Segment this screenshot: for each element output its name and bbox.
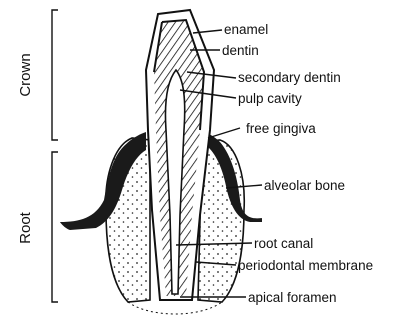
label-free-gingiva: free gingiva xyxy=(246,121,316,136)
label-pulp-cavity: pulp cavity xyxy=(238,91,302,106)
label-alveolar-bone: alveolar bone xyxy=(264,178,345,193)
label-root-canal: root canal xyxy=(254,236,313,251)
label-secondary-dentin: secondary dentin xyxy=(238,70,341,85)
label-periodontal-membrane: periodontal membrane xyxy=(238,258,373,273)
label-dentin: dentin xyxy=(222,43,259,58)
crown-bracket xyxy=(52,10,58,140)
label-enamel: enamel xyxy=(224,22,268,37)
root-bracket xyxy=(52,152,58,302)
root-label: Root xyxy=(17,211,34,244)
crown-label: Crown xyxy=(17,53,34,96)
label-apical-foramen: apical foramen xyxy=(248,290,337,305)
